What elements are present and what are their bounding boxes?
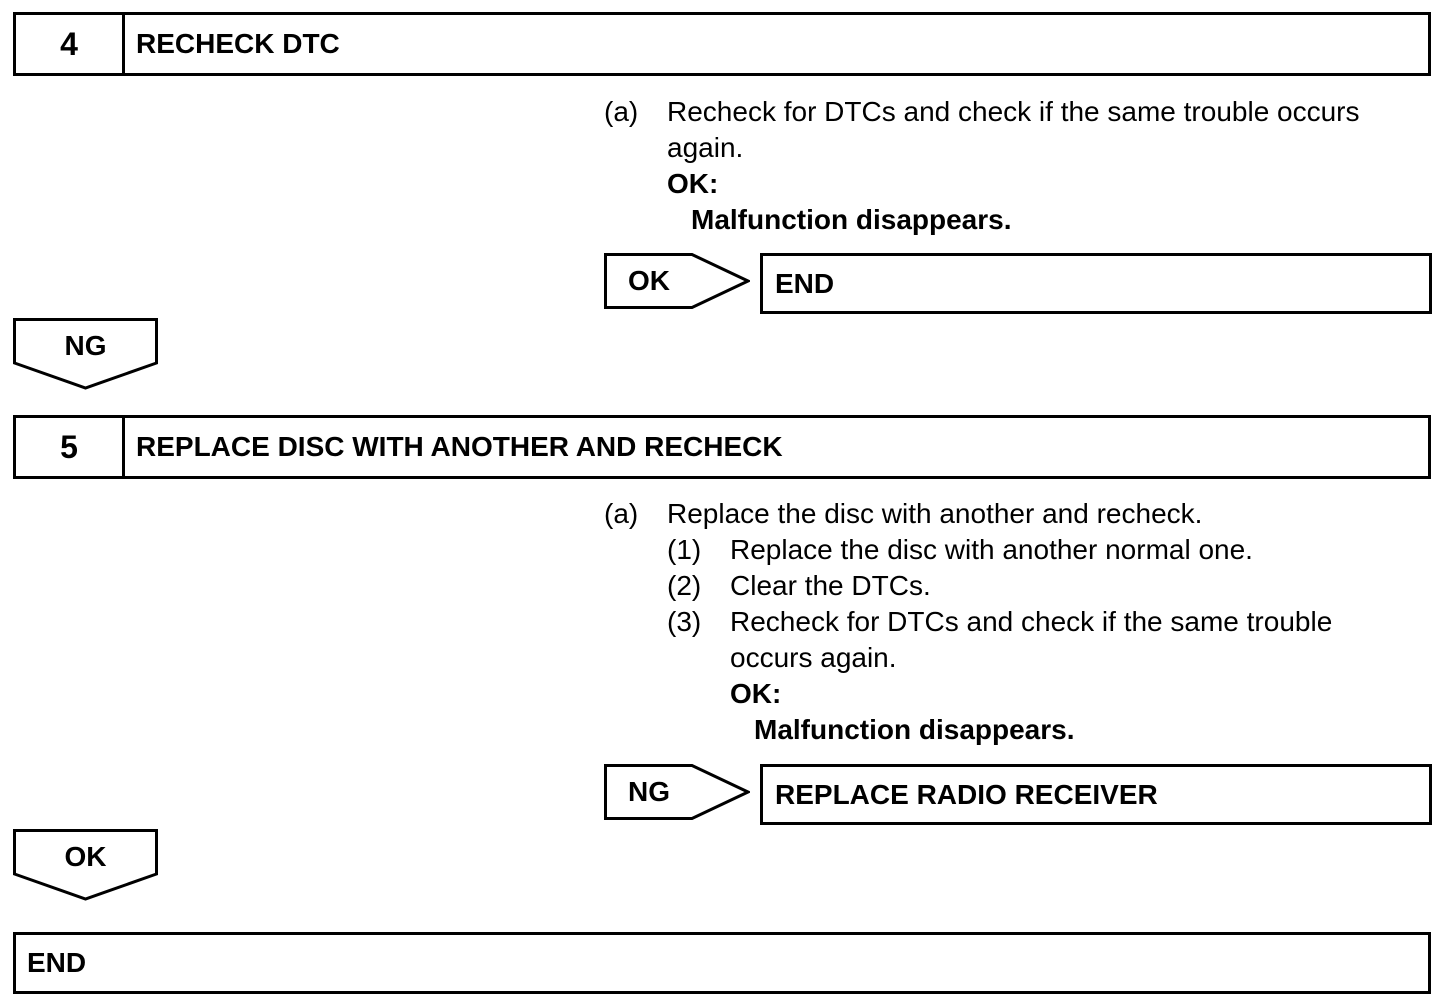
step-4-title: RECHECK DTC (136, 28, 340, 59)
step-5-sub3-marker: (3) (667, 606, 702, 637)
step-5-ng-branch-arrow: NG (604, 764, 750, 820)
down-arrow-icon (13, 829, 158, 901)
down-arrow-icon (13, 318, 158, 390)
step-4-down-label: NG (64, 330, 107, 361)
step-5-item-a-marker: (a) (604, 498, 639, 529)
step-4-item-a-line2: again. (667, 132, 744, 163)
step-4-ok-label: OK: (667, 168, 719, 199)
step-4-branch-label: OK (628, 265, 670, 296)
right-arrow-icon (604, 253, 750, 309)
step-4-item-a-marker: (a) (604, 96, 639, 127)
final-end-box: END (13, 932, 1431, 994)
step-5-sub1-text: Replace the disc with another normal one… (730, 534, 1253, 565)
step-5-sub2-text: Clear the DTCs. (730, 570, 931, 601)
step-5-sub2-marker: (2) (667, 570, 702, 601)
step-4-ok-branch-arrow: OK (604, 253, 750, 309)
step-5-item-a-text: Replace the disc with another and rechec… (667, 498, 1203, 529)
step-4-item-a-line1: Recheck for DTCs and check if the same t… (667, 96, 1360, 127)
step-5-ok-label: OK: (730, 678, 782, 709)
step-4-down-arrow: NG (13, 318, 158, 390)
step-5-sub3-line2: occurs again. (730, 642, 897, 673)
step-4-header: 4 RECHECK DTC (13, 12, 1431, 76)
step-5-number: 5 (16, 418, 125, 476)
step-4-branch-result: END (760, 253, 1432, 314)
step-5-down-arrow: OK (13, 829, 158, 901)
step-5-branch-result: REPLACE RADIO RECEIVER (760, 764, 1432, 825)
step-5-down-label: OK (64, 841, 107, 872)
step-5-sub1-marker: (1) (667, 534, 702, 565)
step-4-number: 4 (16, 15, 125, 73)
step-5-sub3-line1: Recheck for DTCs and check if the same t… (730, 606, 1333, 637)
step-5-ok-condition: Malfunction disappears. (754, 714, 1075, 745)
step-5-title: REPLACE DISC WITH ANOTHER AND RECHECK (136, 431, 783, 462)
step-5-header: 5 REPLACE DISC WITH ANOTHER AND RECHECK (13, 415, 1431, 479)
step-5-branch-label: NG (628, 776, 670, 807)
right-arrow-icon (604, 764, 750, 820)
step-4-ok-condition: Malfunction disappears. (691, 204, 1012, 235)
